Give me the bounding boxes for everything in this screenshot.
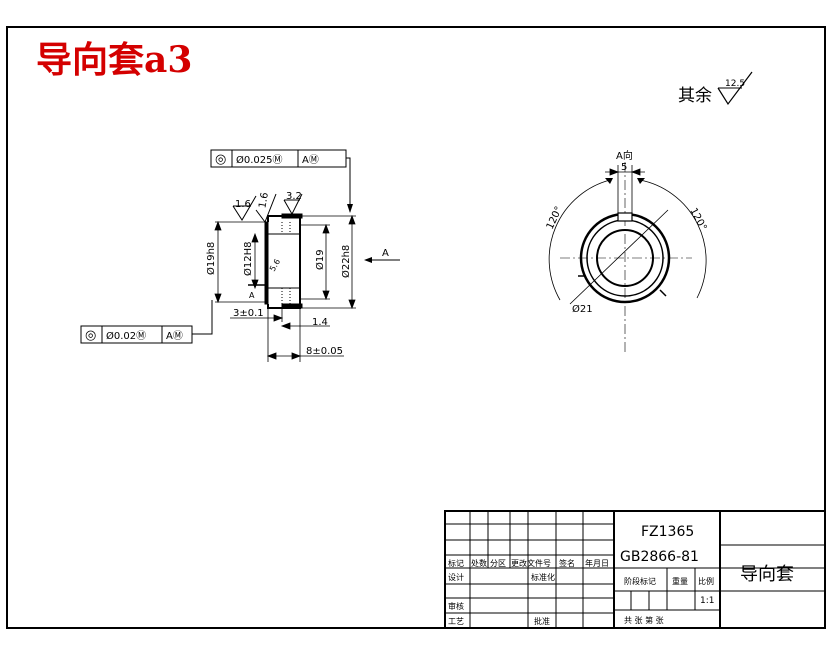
dim-bore: Ø12H8 [242, 242, 254, 276]
roughness-note-label: 其余 [678, 86, 712, 106]
dim-outer-left: Ø19h8 [205, 242, 217, 275]
fcf-top-datum: AⓂ [302, 154, 319, 166]
side-diameter-dim: Ø21 [572, 303, 593, 315]
dim-left-length: 3±0.1 [233, 308, 264, 319]
tb-row-weight: 重量 [672, 576, 688, 586]
fcf-bottom-symbol: ◎ [85, 328, 96, 343]
dim-chamfer: 5.6 [268, 257, 282, 273]
title-block [444, 510, 826, 629]
tb-col-date: 年月日 [585, 558, 609, 568]
view-arrow-a: A [364, 248, 400, 263]
angle-left: 120° [545, 205, 565, 231]
tb-row-stage: 阶段标记 [624, 576, 656, 586]
roughness-2-label: 1.6 [257, 192, 271, 210]
vertical-dimensions [214, 214, 356, 310]
tb-col-sign: 签名 [559, 558, 575, 568]
fcf-top: ◎ Ø0.025Ⓜ AⓂ [210, 149, 353, 213]
dim-outer-right: Ø22h8 [340, 245, 352, 278]
fcf-bottom-tolerance: Ø0.02Ⓜ [106, 330, 146, 342]
view-arrow-a-label: A [382, 248, 389, 259]
tb-row-review: 审核 [448, 601, 464, 611]
tb-scale-value: 1:1 [700, 596, 714, 606]
general-roughness-note: 其余 12.5 [678, 71, 753, 106]
tb-col-mark: 标记 [448, 558, 464, 568]
tb-row-design: 设计 [448, 572, 464, 582]
roughness-note-value: 12.5 [725, 79, 745, 89]
sheet-border [6, 26, 826, 629]
slot-dimension: 5 [621, 162, 627, 173]
dim-groove: Ø19 [314, 249, 326, 270]
tb-col-doc: 更改文件号 [511, 558, 551, 568]
title-code: FZ1365 [641, 524, 694, 540]
tb-sheet-info: 共 张 第 张 [624, 615, 664, 625]
drawing-heading: 导向套a3 [36, 39, 192, 81]
datum-a-label: A [249, 291, 255, 300]
part-section [215, 213, 356, 309]
tb-col-zone: 分区 [490, 559, 506, 568]
fcf-top-symbol: ◎ [215, 152, 226, 167]
title-part-name: 导向套 [740, 564, 794, 585]
fcf-bottom: ◎ Ø0.02Ⓜ AⓂ [80, 300, 213, 344]
tb-row-process: 工艺 [448, 617, 464, 626]
tb-row-standard: 标准化 [531, 572, 555, 582]
tb-row-approve: 批准 [534, 616, 550, 626]
tb-row-scale: 比例 [698, 576, 714, 586]
roughness-3-label: 3.2 [286, 191, 302, 202]
roughness-1-label: 1.6 [235, 199, 251, 210]
dim-flange: 1.4 [312, 317, 328, 328]
angle-right: 120° [687, 206, 708, 232]
title-standard: GB2866-81 [620, 549, 699, 565]
horizontal-dimensions [230, 304, 344, 362]
tb-col-count: 处数 [471, 558, 487, 568]
fcf-bottom-datum: AⓂ [166, 330, 183, 342]
fcf-top-tolerance: Ø0.025Ⓜ [236, 154, 283, 166]
side-view-label: A向 [616, 149, 633, 162]
front-view: ◎ Ø0.025Ⓜ AⓂ ◎ Ø0.02Ⓜ AⓂ [80, 149, 400, 362]
dim-total-length: 8±0.05 [306, 346, 343, 357]
side-view: A向 5 120° 120° Ø21 [545, 149, 708, 352]
roughness-symbols [232, 193, 303, 224]
